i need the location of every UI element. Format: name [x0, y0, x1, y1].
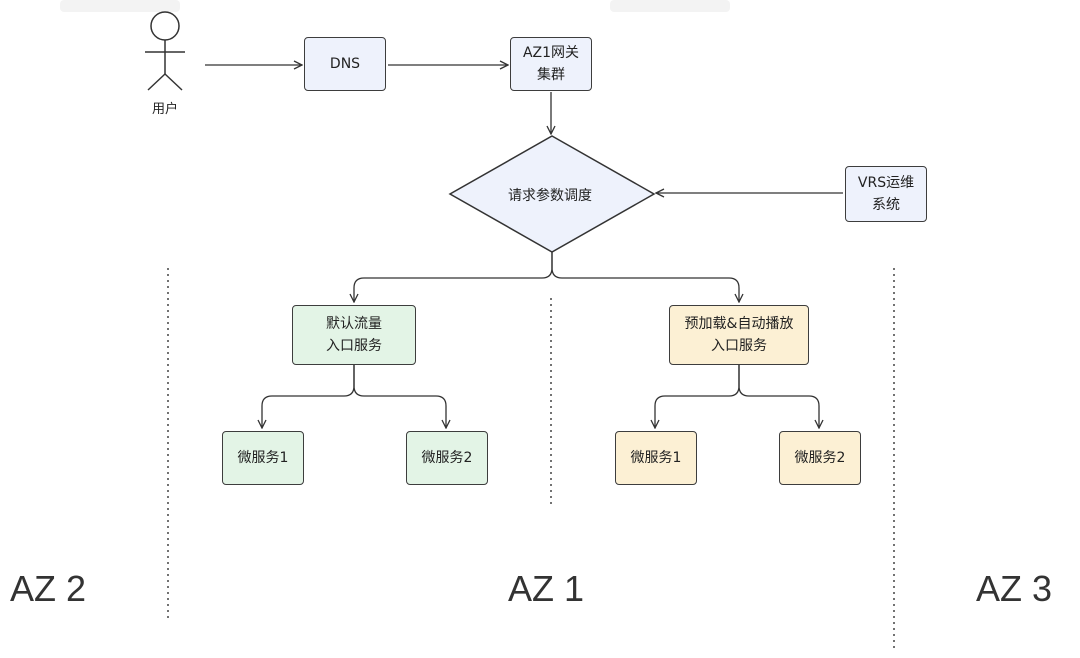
default-ms2-node: 微服务2	[406, 431, 488, 485]
router-label: 请求参数调度	[508, 188, 592, 204]
edge-preload-ms1	[655, 365, 740, 428]
zone-label-az3: AZ 3	[976, 568, 1053, 609]
preload-ms2-node: 微服务2	[779, 431, 861, 485]
edge-default-ms1	[262, 365, 355, 428]
user-icon	[145, 11, 185, 91]
zone-label-az2: AZ 2	[10, 568, 87, 609]
edge-default-ms2	[353, 365, 446, 428]
faded-header-text	[60, 0, 730, 12]
edge-router-preload	[551, 252, 739, 302]
preload-entry-node: 预加载&自动播放 入口服务	[669, 305, 809, 365]
zone-label-az1: AZ 1	[508, 568, 585, 609]
user-label: 用户	[151, 102, 178, 117]
dns-node: DNS	[304, 37, 386, 91]
edge-router-default	[354, 252, 553, 302]
gateway-node: AZ1网关 集群	[510, 37, 592, 91]
connectors	[205, 65, 843, 428]
default-ms1-node: 微服务1	[222, 431, 304, 485]
default-entry-node: 默认流量 入口服务	[292, 305, 416, 365]
vrs-node: VRS运维 系统	[845, 166, 927, 222]
preload-ms1-node: 微服务1	[615, 431, 697, 485]
edge-preload-ms2	[738, 365, 819, 428]
